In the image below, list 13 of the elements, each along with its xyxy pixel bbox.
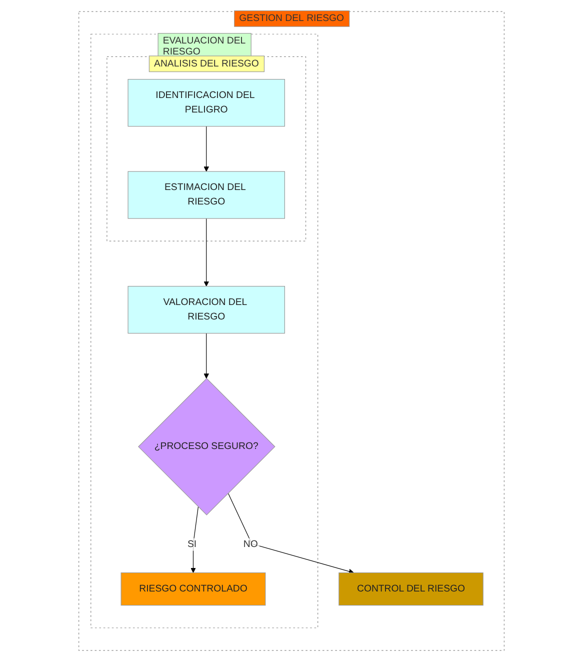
node-box: RIESGO CONTROLADO xyxy=(120,572,266,606)
arrow xyxy=(204,332,209,379)
edge-label: SI xyxy=(187,539,197,550)
arrow xyxy=(204,218,209,286)
node-box: ESTIMACION DEL RIESGO xyxy=(128,171,285,219)
arrow xyxy=(228,492,354,574)
arrow xyxy=(190,506,199,573)
node-box: VALORACION DEL RIESGO xyxy=(128,286,285,334)
node-box: IDENTIFICACION DEL PELIGRO xyxy=(128,79,285,127)
arrow xyxy=(204,126,209,172)
edge-label: NO xyxy=(243,539,258,550)
node-diamond: ¿PROCESO SEGURO? xyxy=(138,378,276,516)
node-box: CONTROL DEL RIESGO xyxy=(338,572,484,606)
